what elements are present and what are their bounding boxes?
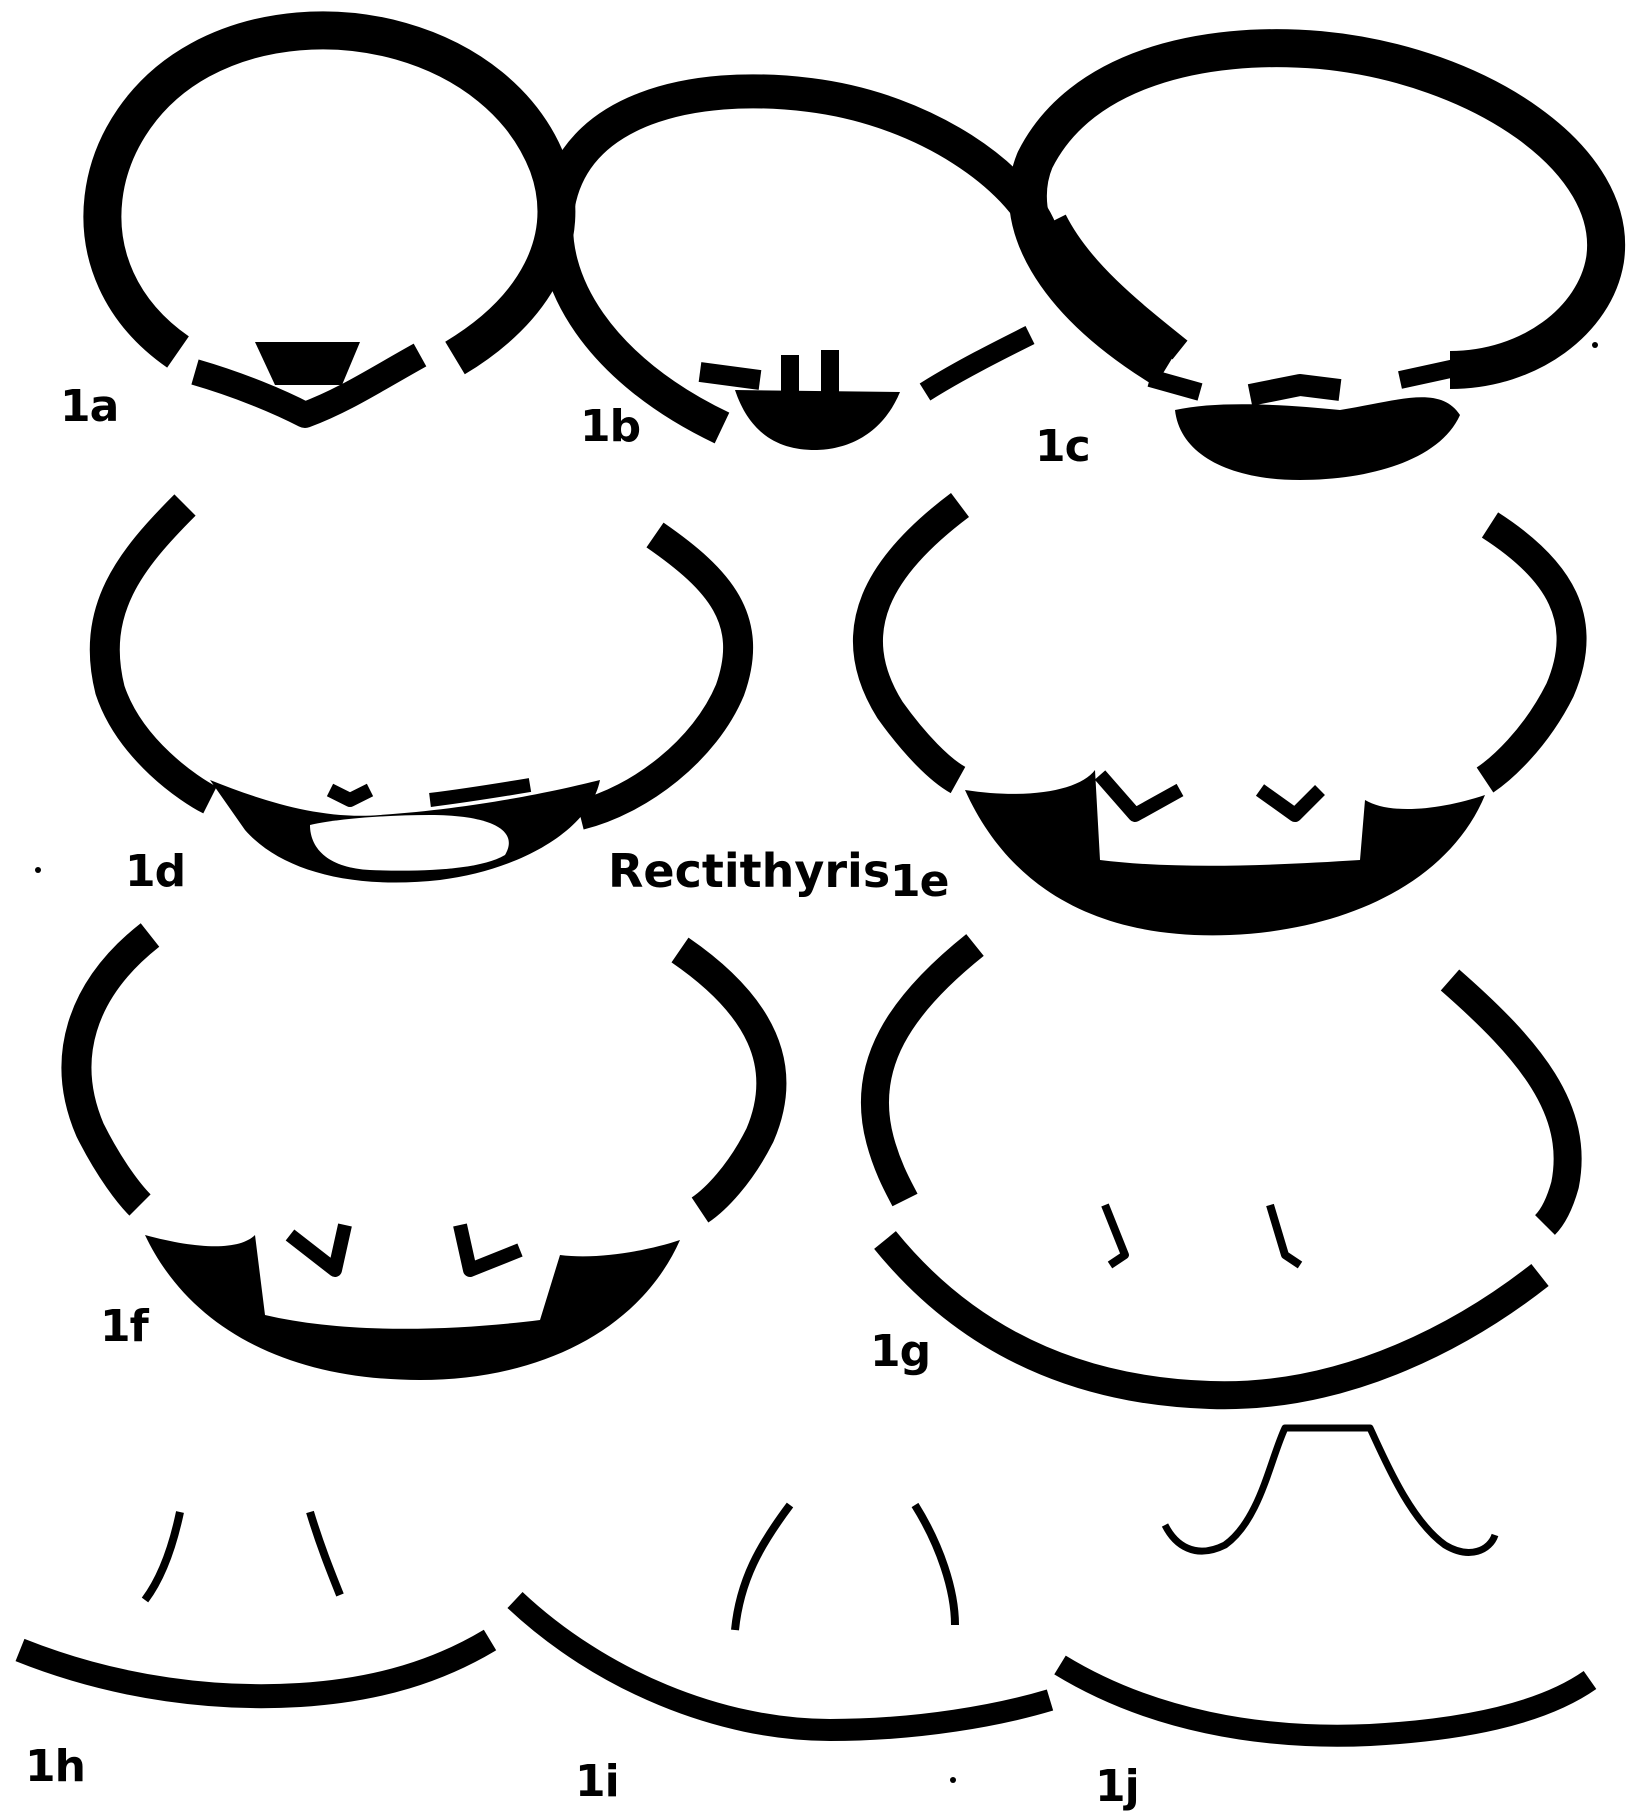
section-1b	[556, 91, 1040, 450]
section-1f-right-crus	[460, 1225, 520, 1270]
section-1f	[77, 935, 772, 1380]
section-1j	[1060, 1428, 1590, 1736]
section-1a-shell	[102, 30, 556, 358]
label-1g: 1g	[870, 1330, 930, 1374]
section-1j-ventral-valve	[1060, 1665, 1590, 1736]
label-1f: 1f	[100, 1305, 148, 1349]
plate-speck	[1592, 342, 1598, 348]
section-1c-shell	[1028, 48, 1606, 370]
section-1g-right-shell	[1450, 980, 1568, 1225]
section-1i	[515, 1505, 1050, 1730]
section-1e-left-shell	[868, 505, 960, 780]
label-1c: 1c	[1035, 425, 1090, 469]
section-1g-right-crus	[1270, 1205, 1300, 1265]
section-1h-right-crus	[310, 1512, 340, 1595]
section-1e-right-crus	[1260, 790, 1320, 815]
section-1c	[1028, 48, 1606, 480]
plate-speck	[950, 1777, 956, 1783]
section-1h-ventral-valve	[20, 1640, 490, 1696]
section-1d-right-crus	[430, 785, 530, 800]
section-1e-left-crus	[1100, 775, 1180, 815]
label-1a: 1a	[60, 385, 118, 429]
section-1h-left-crus	[145, 1512, 180, 1600]
section-1f-right-shell	[680, 950, 771, 1210]
section-1b-hinge-plate	[735, 390, 900, 450]
section-1b-ventral-right	[925, 335, 1030, 392]
label-1j: 1j	[1095, 1765, 1139, 1809]
section-1j-loop	[1165, 1428, 1495, 1552]
section-1e-ventral-plate	[965, 770, 1485, 935]
section-1c-cardinal-process	[1250, 385, 1340, 395]
label-1b: 1b	[580, 405, 640, 449]
section-1e	[868, 505, 1572, 935]
section-1g	[875, 945, 1568, 1395]
genus-label: Rectithyris	[608, 848, 890, 894]
section-1g-ventral-valve	[885, 1240, 1540, 1395]
section-1d-left-crus	[330, 790, 370, 800]
section-1e-right-shell	[1485, 525, 1572, 780]
section-1c-ventral-plate	[1175, 397, 1460, 480]
section-1d-right-shell	[580, 535, 738, 815]
section-1a-hinge-plate	[255, 342, 360, 385]
label-1h: 1h	[25, 1745, 85, 1789]
section-1i-ventral-valve	[515, 1600, 1050, 1730]
section-1g-left-crus	[1105, 1205, 1125, 1265]
plate-speck	[35, 867, 41, 873]
section-1d-left-shell	[105, 505, 210, 800]
label-1d: 1d	[125, 850, 185, 894]
section-1f-left-crus	[290, 1225, 345, 1270]
label-1e: 1e	[890, 860, 948, 904]
section-1f-left-shell	[77, 935, 151, 1205]
section-1h	[20, 1512, 490, 1696]
section-1f-ventral-plate	[145, 1235, 680, 1380]
section-1a	[102, 30, 556, 415]
label-1i: 1i	[575, 1760, 619, 1804]
section-1i-left-crus	[735, 1505, 790, 1630]
section-1d	[105, 505, 738, 883]
section-1i-right-crus	[915, 1505, 955, 1625]
section-1d-cavity	[310, 815, 509, 871]
section-1b-ventral-left	[700, 372, 760, 380]
section-1b-crura	[790, 350, 830, 395]
section-1g-left-shell	[875, 945, 975, 1200]
